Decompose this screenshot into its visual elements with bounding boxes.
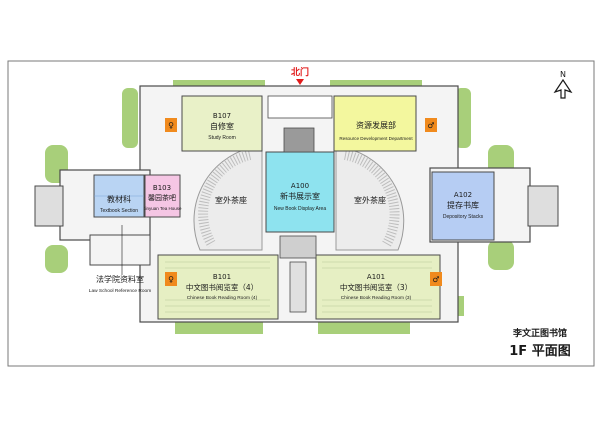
room-a101-code: A101 bbox=[367, 273, 385, 281]
svg-text:♂: ♂ bbox=[432, 275, 439, 284]
room-a100-en: New Book Display Area bbox=[274, 206, 326, 212]
compass: N bbox=[553, 70, 573, 99]
room-textbook-name: 教材科 bbox=[107, 194, 131, 204]
room-b103-name: 馨园茶吧 bbox=[148, 193, 176, 202]
room-a100-name: 新书展示室 bbox=[280, 191, 320, 201]
outdoor-seating-right-label: 室外茶座 bbox=[354, 195, 386, 205]
room-resources-name: 资源发展部 bbox=[356, 120, 396, 130]
room-a102-en: Depository Stacks bbox=[443, 214, 484, 220]
room-law-en: Law School Reference Room bbox=[89, 288, 151, 294]
outdoor-seating-left-label: 室外茶座 bbox=[215, 195, 247, 205]
room-a101[interactable]: A101 中文图书阅览室（3） Chinese Book Reading Roo… bbox=[315, 254, 441, 320]
toilet-icon-resources: ♂ bbox=[425, 118, 437, 132]
room-a102-name: 提存书库 bbox=[447, 200, 479, 210]
map-subtitle: 1F 平面图 bbox=[509, 344, 570, 359]
north-entrance[interactable]: 北门 bbox=[291, 66, 309, 85]
room-b107-en: Study Room bbox=[208, 135, 236, 141]
room-law-school[interactable]: 法学院资料室 Law School Reference Room bbox=[89, 225, 151, 294]
compass-label: N bbox=[560, 70, 566, 79]
toilet-icon-b101: ♀ bbox=[165, 272, 177, 286]
room-a102-code: A102 bbox=[454, 191, 472, 199]
room-a100[interactable]: A100 新书展示室 New Book Display Area bbox=[265, 151, 335, 233]
room-b107-code: B107 bbox=[213, 112, 231, 120]
room-textbook-en: Textbook Section bbox=[100, 208, 138, 214]
room-resource-development[interactable]: 资源发展部 Resource Development Department bbox=[333, 95, 417, 152]
room-a102[interactable]: A102 提存书库 Depository Stacks bbox=[431, 171, 495, 241]
svg-text:♂: ♂ bbox=[427, 121, 434, 130]
room-a100-code: A100 bbox=[291, 182, 309, 190]
room-a101-name: 中文图书阅览室（3） bbox=[340, 282, 412, 292]
room-law-name: 法学院资料室 bbox=[96, 274, 144, 284]
room-b103-en: Xinyuan Tea House bbox=[143, 206, 182, 211]
toilet-icon-a101: ♂ bbox=[430, 272, 442, 286]
svg-text:♀: ♀ bbox=[168, 121, 174, 130]
entrance-arrow-icon bbox=[296, 79, 304, 85]
room-b101[interactable]: B101 中文图书阅览室（4） Chinese Book Reading Roo… bbox=[157, 254, 279, 320]
outdoor-seating-left bbox=[193, 147, 263, 251]
room-b107[interactable]: B107 自修室 Study Room bbox=[181, 95, 263, 152]
room-b103[interactable]: B103 馨园茶吧 Xinyuan Tea House bbox=[143, 174, 182, 218]
outdoor-seating-right bbox=[335, 147, 405, 251]
room-b101-en: Chinese Book Reading Room (4) bbox=[187, 295, 258, 301]
room-resources-en: Resource Development Department bbox=[339, 136, 413, 141]
room-textbook[interactable]: 教材科 Textbook Section bbox=[93, 174, 145, 218]
svg-text:♀: ♀ bbox=[168, 275, 174, 284]
room-b101-code: B101 bbox=[213, 273, 231, 281]
toilet-icon-b107: ♀ bbox=[165, 118, 177, 132]
central-stairs bbox=[267, 95, 333, 313]
room-a101-en: Chinese Book Reading Room (3) bbox=[341, 295, 412, 301]
north-entrance-label: 北门 bbox=[291, 66, 309, 78]
north-arrow-icon bbox=[553, 78, 573, 99]
map-title: 李文正图书馆 bbox=[512, 327, 567, 339]
room-b103-code: B103 bbox=[153, 184, 171, 192]
room-b107-name: 自修室 bbox=[210, 121, 234, 131]
room-b101-name: 中文图书阅览室（4） bbox=[186, 282, 258, 292]
